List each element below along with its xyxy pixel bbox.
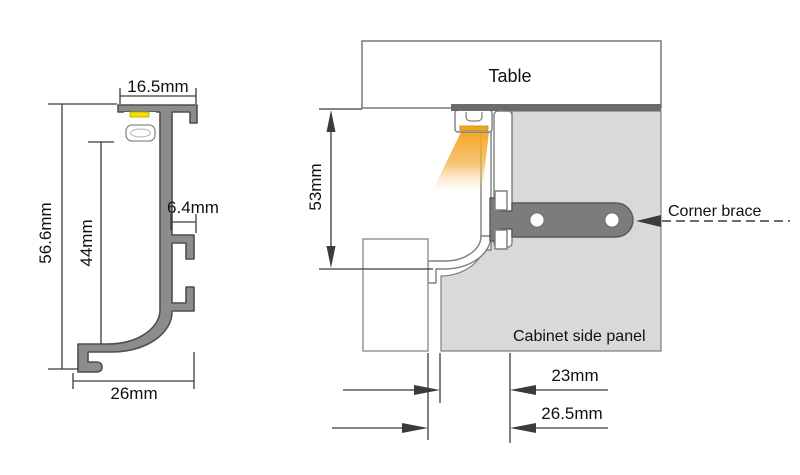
dim-drop-height-label: 53mm bbox=[306, 163, 325, 210]
corner-brace-body bbox=[489, 197, 634, 242]
corner-brace-callout: Corner brace bbox=[636, 203, 790, 227]
table-label: Table bbox=[488, 66, 531, 86]
led-strip bbox=[129, 111, 150, 118]
dim-total-height: 56.6mm bbox=[36, 103, 117, 370]
corner-brace bbox=[489, 190, 634, 250]
profile-body-shape bbox=[77, 104, 198, 373]
profile-foot-section bbox=[427, 235, 492, 284]
screw-slot bbox=[465, 112, 483, 122]
dim-drop-height: 53mm bbox=[306, 108, 433, 270]
diffuser-inner bbox=[130, 128, 151, 138]
dim-inner-height: 44mm bbox=[77, 141, 114, 344]
dim-total-height-label: 56.6mm bbox=[36, 202, 55, 263]
dim-top-width-label: 16.5mm bbox=[127, 77, 188, 96]
callout-arrow bbox=[636, 215, 661, 227]
dim-top-width: 16.5mm bbox=[119, 77, 197, 104]
dim-overall-depth: 26.5mm bbox=[332, 404, 608, 433]
light-cone bbox=[432, 132, 489, 192]
profile-hook-upper bbox=[494, 190, 508, 211]
dim-hook-depth: 6.4mm bbox=[167, 198, 219, 233]
table-underside-strip bbox=[451, 104, 661, 111]
dim-recess-depth-label: 23mm bbox=[551, 366, 598, 385]
profile-hook-lower bbox=[494, 229, 508, 250]
led-strip-installed bbox=[459, 125, 489, 131]
lower-cabinet-box bbox=[362, 238, 429, 352]
brace-screw-hole bbox=[529, 212, 545, 228]
dim-recess-depth: 23mm bbox=[343, 366, 608, 395]
corner-brace-label: Corner brace bbox=[668, 203, 761, 220]
table-box bbox=[361, 40, 662, 109]
dim-inner-height-label: 44mm bbox=[77, 219, 96, 266]
led-channel-section bbox=[454, 109, 493, 133]
profile-cross-section: 16.5mm 56.6mm 44mm 6.4mm 26mm bbox=[36, 77, 219, 403]
dim-bottom-width-label: 26mm bbox=[110, 384, 157, 403]
dim-hook-depth-label: 6.4mm bbox=[167, 198, 219, 217]
installation-view: Table Cabinet side panel Corner brace 53… bbox=[306, 40, 790, 443]
dim-bottom-width: 26mm bbox=[72, 352, 195, 403]
cabinet-panel-label: Cabinet side panel bbox=[513, 328, 646, 345]
dim-overall-depth-label: 26.5mm bbox=[541, 404, 602, 423]
brace-screw-hole bbox=[604, 212, 620, 228]
